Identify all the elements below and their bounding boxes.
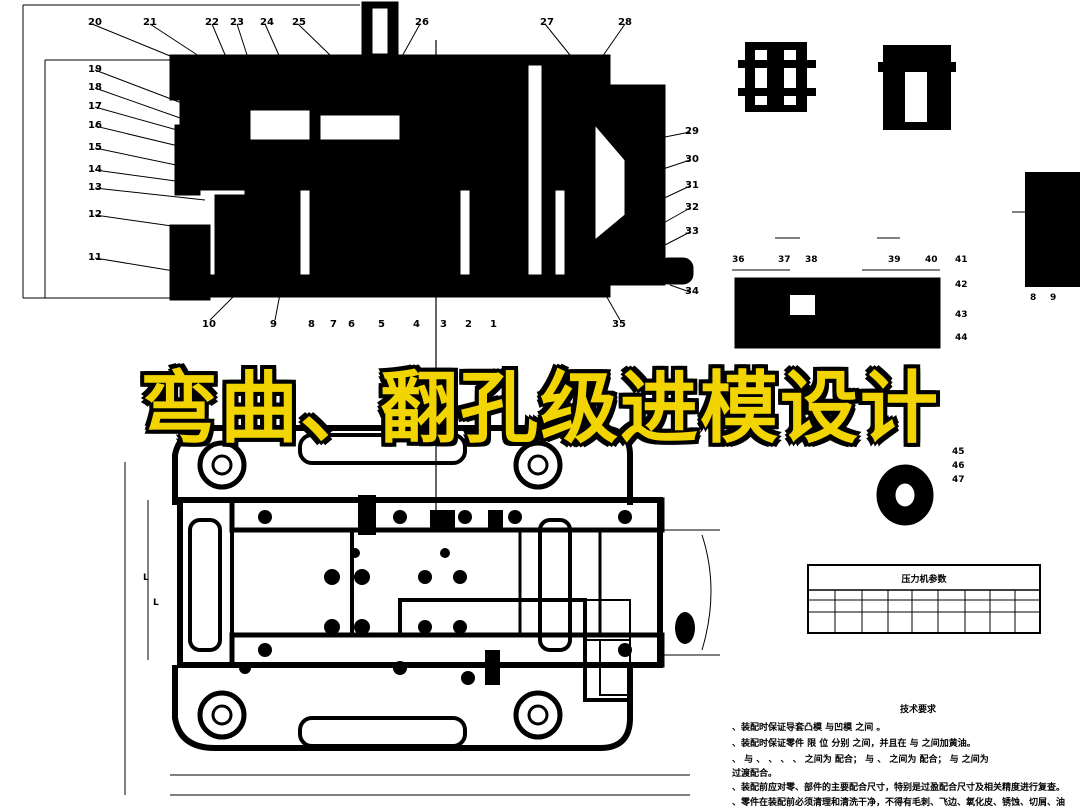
part-label: 29 xyxy=(685,126,699,137)
part-label: 11 xyxy=(88,252,102,263)
part-label: 2 xyxy=(465,319,472,330)
main-section-view xyxy=(22,1,694,520)
part-label: 37 xyxy=(778,255,791,265)
part-label: 25 xyxy=(292,17,306,28)
part-label: 22 xyxy=(205,17,219,28)
part-label: 31 xyxy=(685,180,699,191)
part-label: 20 xyxy=(88,17,102,28)
svg-text:9: 9 xyxy=(1050,293,1056,303)
technical-requirements: 技术要求 、装配时保证导套凸模 与凹模 之间 。 、装配时保证零件 限 位 分别… xyxy=(732,703,1065,808)
part-label: 33 xyxy=(685,226,699,237)
part-label: 19 xyxy=(88,64,102,75)
part-label: 36 xyxy=(732,255,745,265)
part-label: 18 xyxy=(88,82,102,93)
press-parameter-table xyxy=(807,564,1041,634)
part-labels-bottom: 10 9 8 7 6 5 4 3 2 1 xyxy=(202,319,497,330)
part-label: 23 xyxy=(230,17,244,28)
part-label: 3 xyxy=(440,319,447,330)
part-label: 5 xyxy=(378,319,385,330)
part-label: 34 xyxy=(685,286,699,297)
part-labels-left: 19 18 17 16 15 14 13 12 11 xyxy=(88,64,102,263)
part-label: 10 xyxy=(202,319,216,330)
part-label: 28 xyxy=(618,17,632,28)
detail-view-b xyxy=(878,45,956,130)
tech-req-line: 、零件在装配前必须清理和清洗干净，不得有毛刺、飞边、氧化皮、锈蚀、切屑、油 xyxy=(732,796,1065,808)
part-label: 17 xyxy=(88,101,102,112)
part-labels-right: 29 30 31 32 33 34 35 xyxy=(612,126,699,330)
part-label: 13 xyxy=(88,182,102,193)
dimension-label: L xyxy=(143,573,149,583)
part-label: 44 xyxy=(955,333,968,343)
tech-req-line: 、装配时保证零件 限 位 分别 之间，并且在 与 之间加黄油。 xyxy=(732,737,976,749)
part-labels-top: 20 21 22 23 24 25 26 27 28 xyxy=(88,17,632,28)
part-label: 16 xyxy=(88,120,102,131)
press-table-title: 压力机参数 xyxy=(901,573,947,585)
tech-req-line: 过渡配合。 xyxy=(732,767,777,779)
part-label: 39 xyxy=(888,255,901,265)
part-label: 21 xyxy=(143,17,157,28)
part-label: 7 xyxy=(330,319,337,330)
part-label: 35 xyxy=(612,319,626,330)
tech-req-line: 、装配前应对零、部件的主要配合尺寸，特别是过盈配合尺寸及相关精度进行复查。 xyxy=(732,781,1065,793)
part-label: 12 xyxy=(88,209,102,220)
tech-req-line: 、装配时保证导套凸模 与凹模 之间 。 xyxy=(732,721,885,733)
plan-view xyxy=(124,425,720,796)
part-label: 1 xyxy=(490,319,497,330)
part-label: 6 xyxy=(348,319,355,330)
part-label: 45 xyxy=(952,447,965,457)
part-labels-side: 36 37 38 39 40 41 42 43 44 45 46 47 xyxy=(732,255,968,485)
part-label: 41 xyxy=(955,255,968,265)
tech-req-line: 、 与 、 、 、 、 之间为 配合； 与 、 之间为 配合； 与 之间为 xyxy=(732,753,989,765)
dimension-label: L xyxy=(153,598,159,608)
part-label: 32 xyxy=(685,202,699,213)
part-label: 46 xyxy=(952,461,965,471)
detail-view-a xyxy=(738,42,816,112)
part-label: 8 xyxy=(308,319,315,330)
part-label: 26 xyxy=(415,17,429,28)
part-label: 30 xyxy=(685,154,699,165)
part-label: 43 xyxy=(955,310,968,320)
side-view xyxy=(732,237,941,526)
plan-view-holes xyxy=(239,495,695,685)
part-label: 14 xyxy=(88,164,102,175)
detail-view-c: 8 9 xyxy=(1012,172,1080,303)
part-label: 9 xyxy=(270,319,277,330)
part-label: 27 xyxy=(540,17,554,28)
part-label: 15 xyxy=(88,142,102,153)
part-label: 24 xyxy=(260,17,274,28)
part-label: 38 xyxy=(805,255,818,265)
tech-req-heading: 技术要求 xyxy=(900,703,937,715)
part-label: 42 xyxy=(955,280,968,290)
part-label: 40 xyxy=(925,255,938,265)
title-banner: 弯曲、翻孔级进模设计 xyxy=(139,364,940,454)
part-label: 47 xyxy=(952,475,965,485)
svg-text:8: 8 xyxy=(1030,293,1036,303)
part-label: 4 xyxy=(413,319,420,330)
